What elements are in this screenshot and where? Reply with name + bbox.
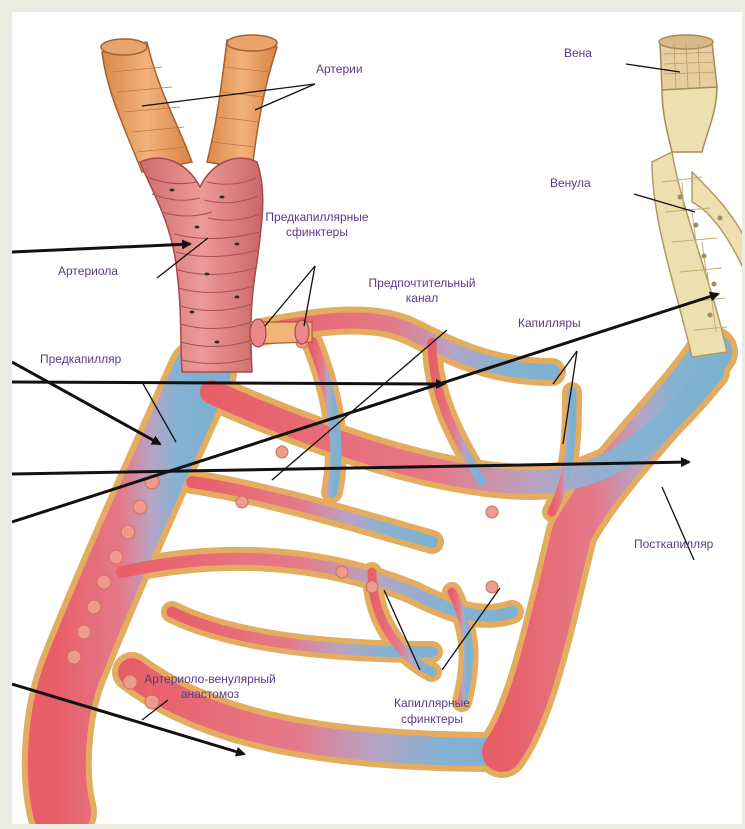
label-capillaries: Капилляры [518,316,581,330]
vessel-network [57,320,712,812]
label-arteries: Артерии [316,62,363,76]
label-venule: Венула [550,176,591,190]
label-cap-sphincters-line2: сфинктеры [372,712,492,726]
vein [659,35,717,152]
label-av-anastomosis-line2: анастомоз [120,687,300,701]
label-cap-sphincters-line1: Капиллярные [372,696,492,710]
label-precap-sphincters-line1: Предкапиллярные [242,210,392,224]
label-postcapillary: Посткапилляр [634,537,713,551]
arteriole [140,158,312,372]
diagram-canvas: Артерии Вена Венула Предкапиллярные сфин… [12,12,742,824]
label-vein: Вена [564,46,592,60]
arrow-to-precapillary [12,362,160,444]
label-av-anastomosis-line1: Артериоло-венулярный [120,672,300,686]
arrow-to-capillaries [12,382,444,384]
label-arteriole: Артериола [58,264,118,278]
venule [652,152,742,357]
label-precap-sphincters-line2: сфинктеры [242,225,392,239]
label-precapillary: Предкапилляр [40,352,121,366]
arrow-to-arteriole [12,244,190,252]
arteries [101,35,277,172]
label-preferred-channel-line2: канал [347,291,497,305]
label-preferred-channel-line1: Предпочтительный [347,276,497,290]
